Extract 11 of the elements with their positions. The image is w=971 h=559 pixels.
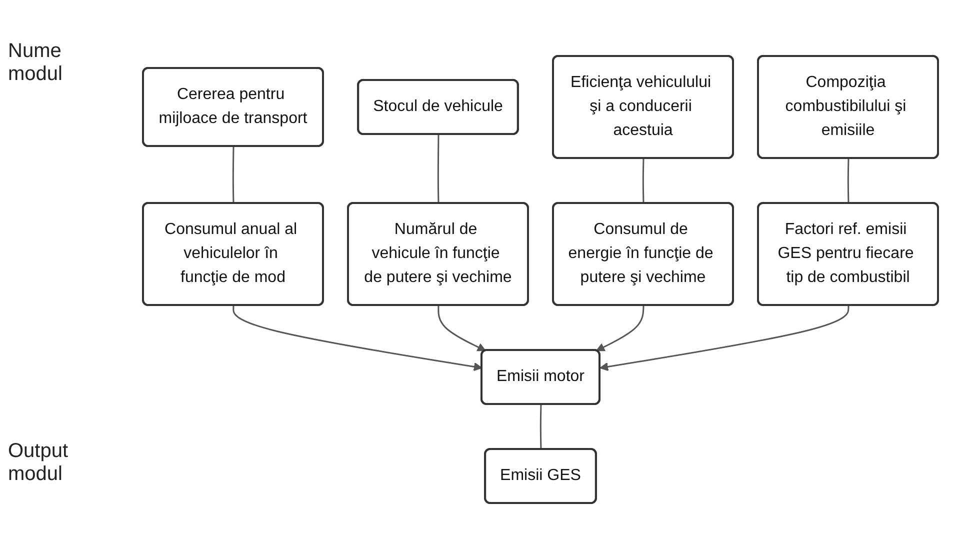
row-label: Output modul <box>8 440 70 486</box>
connector <box>540 404 542 450</box>
arrow <box>596 305 644 352</box>
arrow <box>438 305 486 352</box>
arrow <box>232 305 482 372</box>
connector <box>232 146 234 204</box>
connector <box>642 158 644 204</box>
connector <box>437 134 440 204</box>
connector <box>847 158 850 204</box>
row-label: Nume modul <box>8 40 64 86</box>
arrow <box>600 305 850 372</box>
